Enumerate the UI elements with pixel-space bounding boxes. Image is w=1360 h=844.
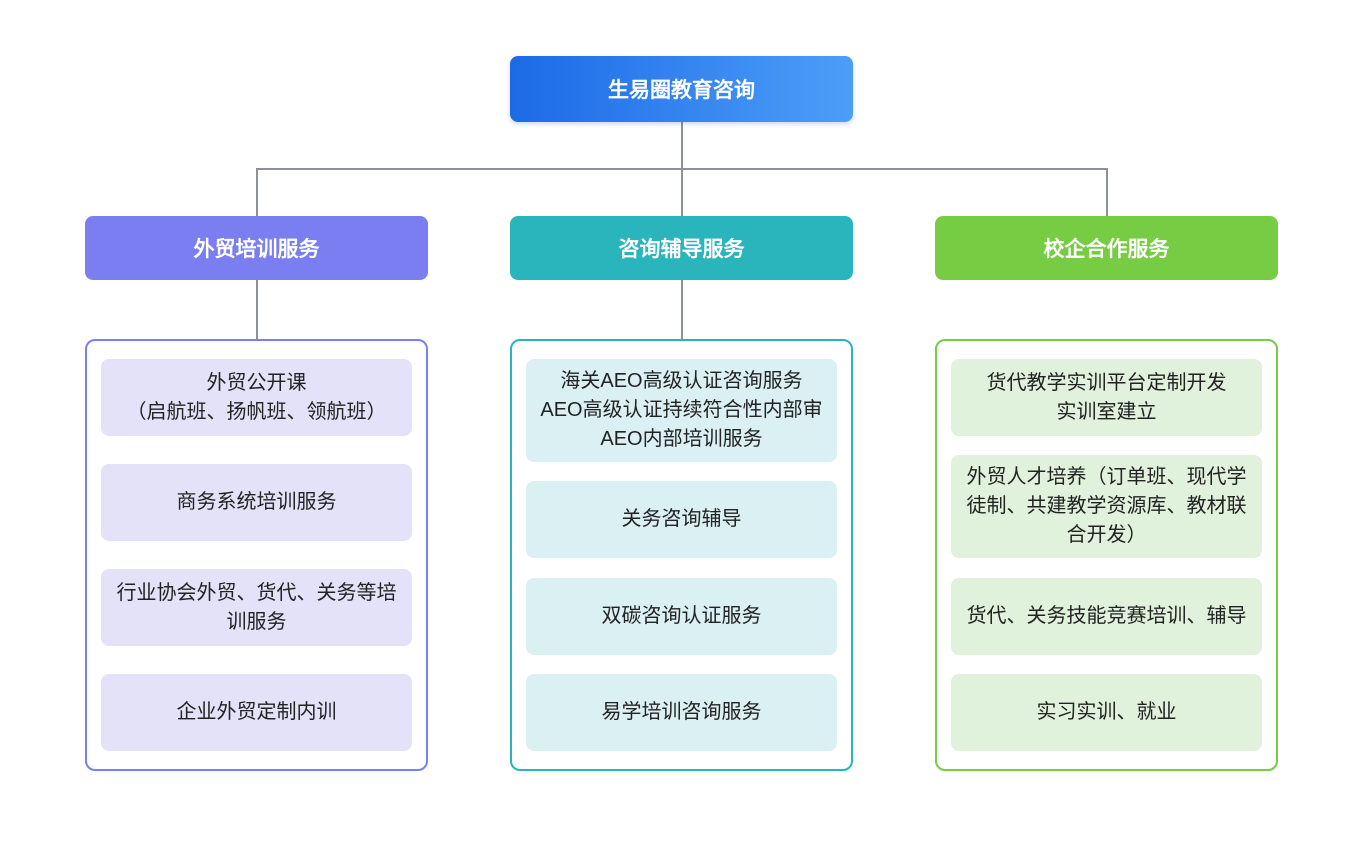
connector-branch1-drop (256, 168, 258, 216)
diagram-item: 外贸人才培养（订单班、现代学徒制、共建教学资源库、教材联合开发） (951, 455, 1262, 559)
branch-header-consulting: 咨询辅导服务 (510, 216, 853, 280)
branch-header-school-enterprise: 校企合作服务 (935, 216, 1278, 280)
connector-root-drop (681, 122, 683, 169)
diagram-item: 关务咨询辅导 (526, 481, 837, 559)
diagram-item: 货代教学实训平台定制开发 实训室建立 (951, 359, 1262, 436)
diagram-item: 货代、关务技能竞赛培训、辅导 (951, 577, 1262, 655)
diagram-item: 外贸公开课 （启航班、扬帆班、领航班） (101, 359, 412, 436)
branch-header-trade-training: 外贸培训服务 (85, 216, 428, 280)
branch-header-label: 咨询辅导服务 (618, 238, 745, 261)
branch-header-label: 校企合作服务 (1043, 238, 1170, 261)
branch-container-school-enterprise: 货代教学实训平台定制开发 实训室建立 外贸人才培养（订单班、现代学徒制、共建教学… (935, 339, 1278, 771)
diagram-item: 实习实训、就业 (951, 673, 1262, 751)
diagram-item: 行业协会外贸、货代、关务等培训服务 (101, 569, 412, 646)
branch-header-label: 外贸培训服务 (193, 238, 320, 261)
diagram-item: 易学培训咨询服务 (526, 673, 837, 751)
branch-container-trade-training: 外贸公开课 （启航班、扬帆班、领航班） 商务系统培训服务 行业协会外贸、货代、关… (85, 339, 428, 771)
root-node-label: 生易圈教育咨询 (608, 79, 755, 102)
connector-branch2-container (681, 280, 683, 339)
connector-branch2-drop (681, 168, 683, 216)
diagram-item: 海关AEO高级认证咨询服务 AEO高级认证持续符合性内部审 AEO内部培训服务 (526, 359, 837, 462)
branch-container-consulting: 海关AEO高级认证咨询服务 AEO高级认证持续符合性内部审 AEO内部培训服务 … (510, 339, 853, 771)
connector-branch1-container (256, 280, 258, 339)
diagram-item: 双碳咨询认证服务 (526, 577, 837, 655)
diagram-item: 商务系统培训服务 (101, 464, 412, 541)
connector-branch3-drop (1106, 168, 1108, 216)
root-node: 生易圈教育咨询 (510, 56, 853, 122)
diagram-item: 企业外贸定制内训 (101, 674, 412, 751)
